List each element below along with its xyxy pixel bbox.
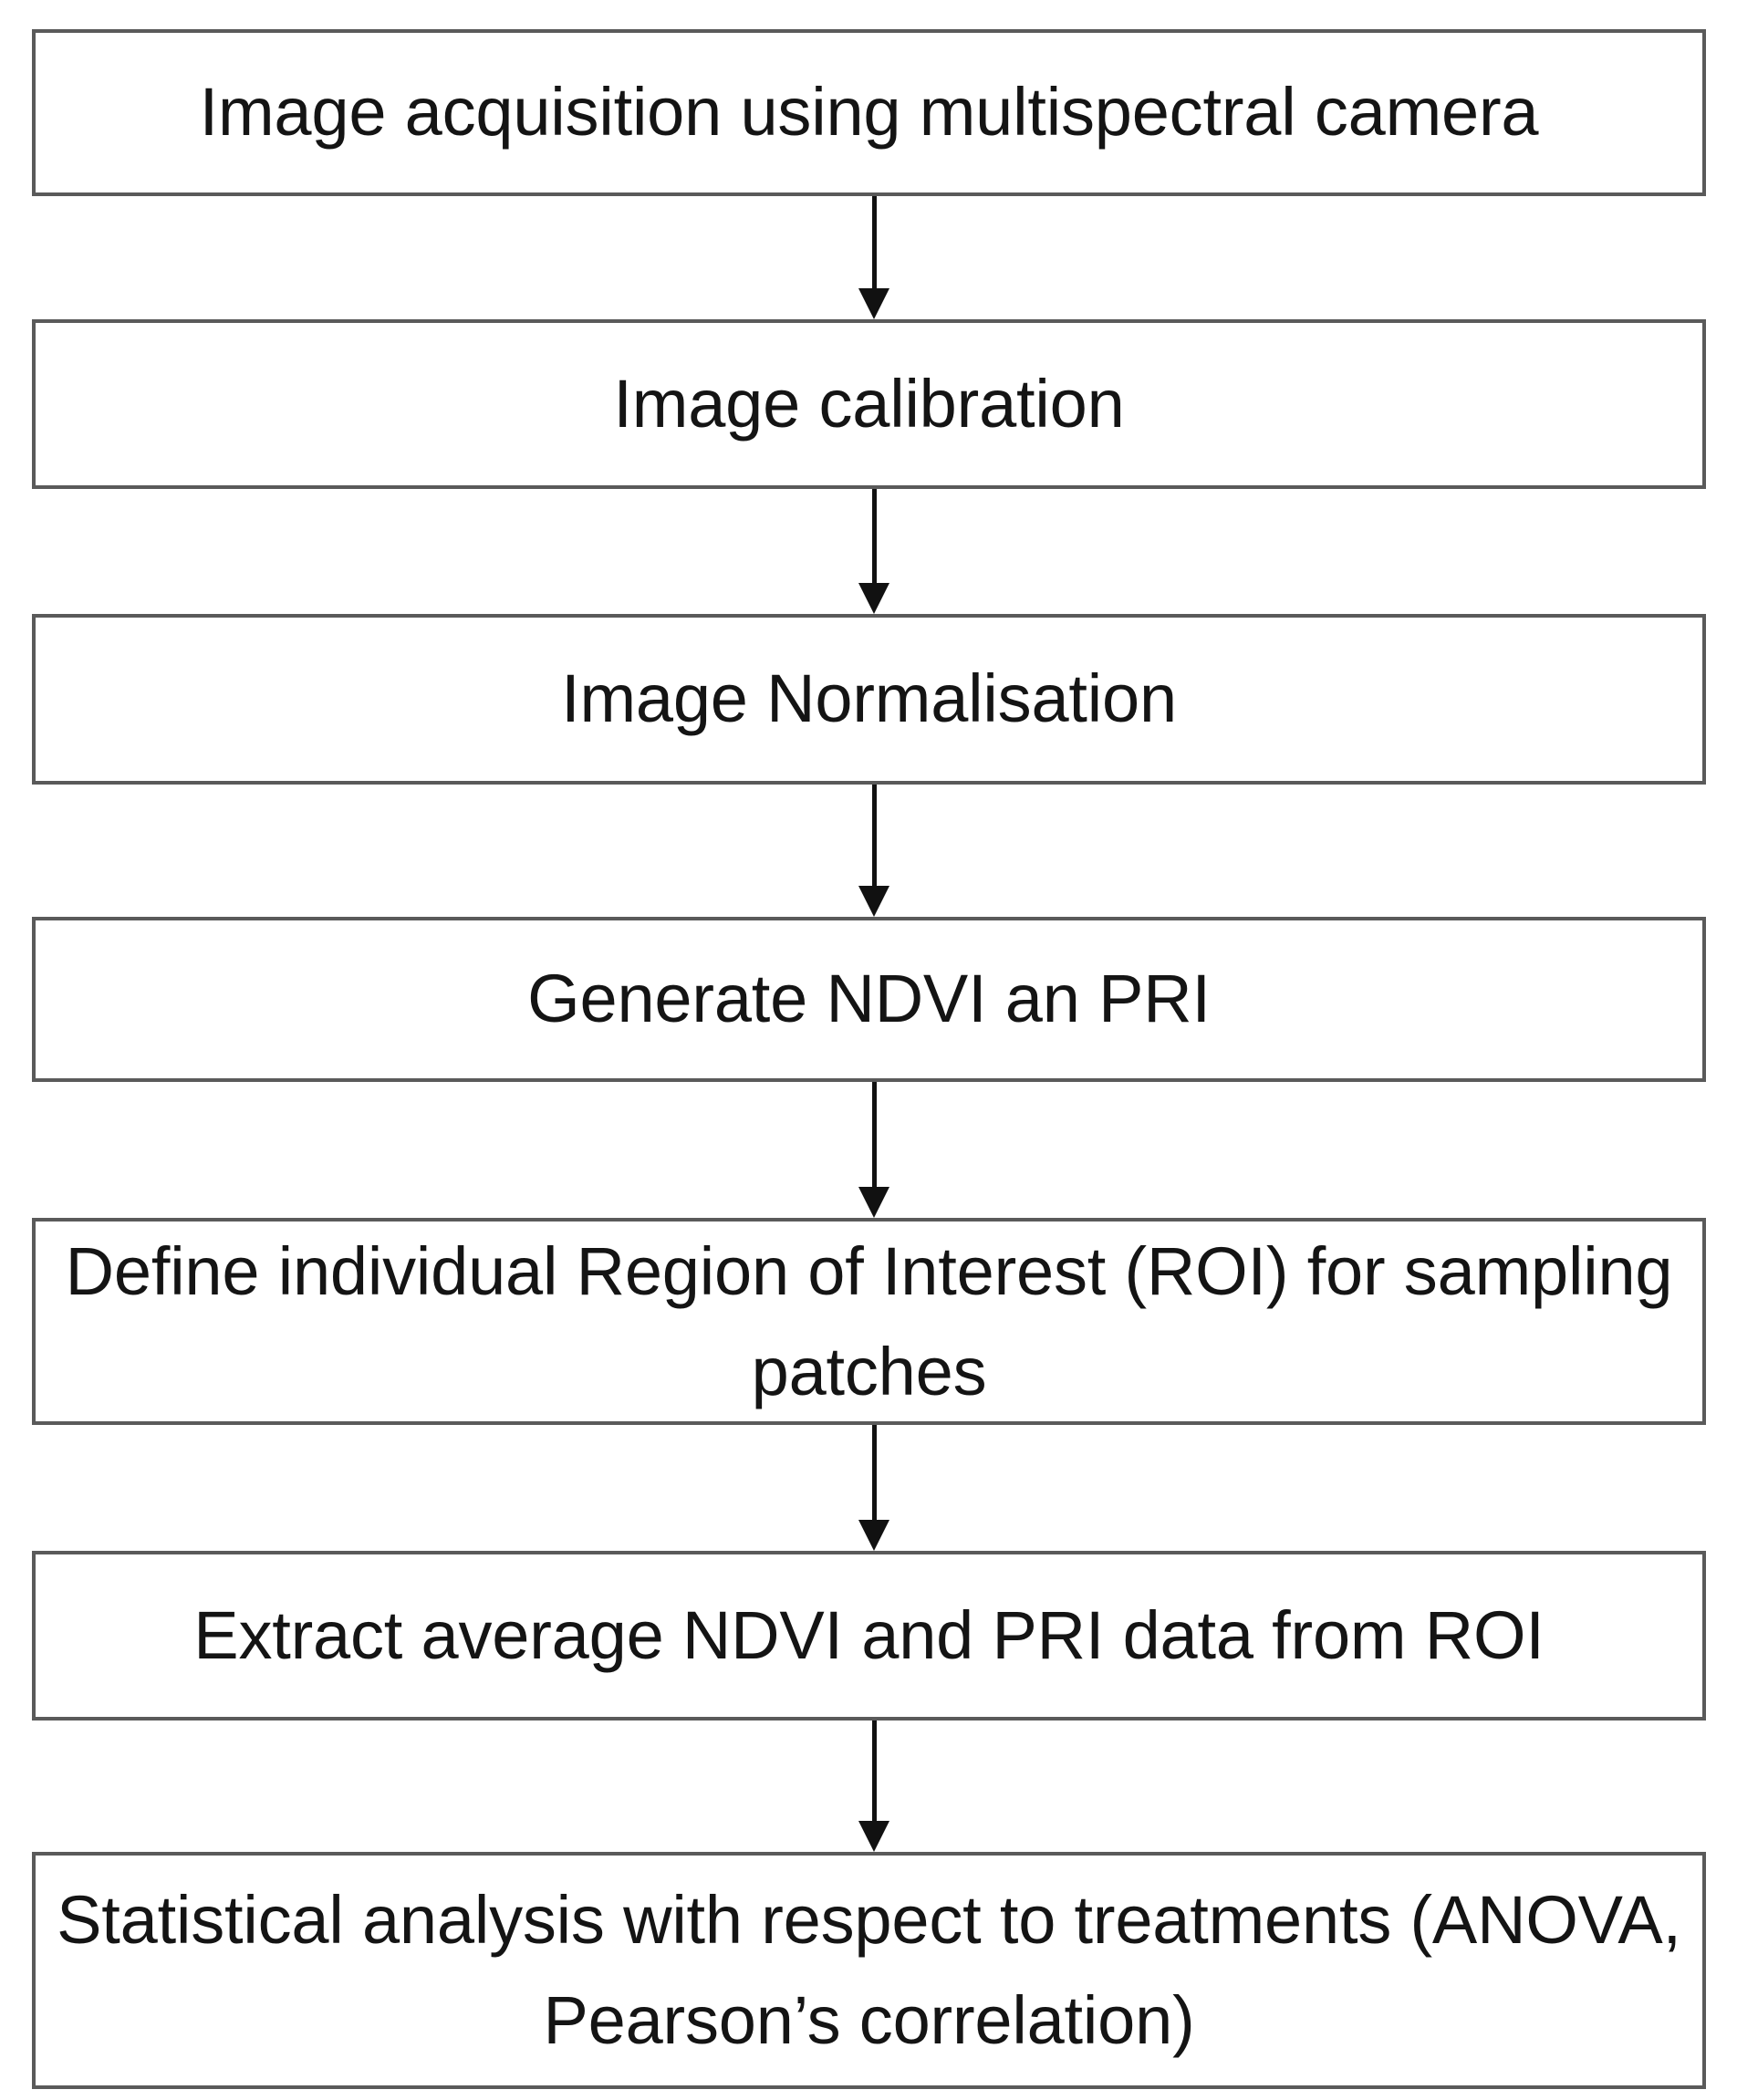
down-arrow-icon [858, 196, 889, 319]
flow-node-image-calibration: Image calibration [32, 319, 1706, 489]
flow-node-label: Image acquisition using multispectral ca… [199, 74, 1539, 151]
flow-node-image-normalisation: Image Normalisation [32, 614, 1706, 785]
arrow-shaft [872, 196, 877, 288]
arrow-shaft [872, 1082, 877, 1187]
down-arrow-icon [858, 785, 889, 917]
flow-node-extract-data: Extract average NDVI and PRI data from R… [32, 1551, 1706, 1721]
arrow-head [858, 1187, 889, 1218]
arrow-head [858, 288, 889, 319]
flow-node-statistical-analysis: Statistical analysis with respect to tre… [32, 1852, 1706, 2089]
flow-node-label: Define individual Region of Interest (RO… [65, 1232, 1673, 1409]
arrow-head [858, 1821, 889, 1852]
flow-node-label: Generate NDVI an PRI [527, 961, 1211, 1037]
flow-node-label: Extract average NDVI and PRI data from R… [193, 1596, 1545, 1673]
down-arrow-icon [858, 1082, 889, 1218]
down-arrow-icon [858, 489, 889, 614]
arrow-shaft [872, 1721, 877, 1821]
arrow-shaft [872, 489, 877, 583]
flow-node-generate-indices: Generate NDVI an PRI [32, 917, 1706, 1082]
flow-node-image-acquisition: Image acquisition using multispectral ca… [32, 29, 1706, 196]
arrow-head [858, 583, 889, 614]
flow-node-label: Image calibration [613, 365, 1125, 442]
flow-node-label: Image Normalisation [561, 660, 1177, 737]
arrow-shaft [872, 785, 877, 886]
down-arrow-icon [858, 1425, 889, 1551]
arrow-shaft [872, 1425, 877, 1520]
flow-node-label: Statistical analysis with respect to tre… [57, 1882, 1681, 2058]
arrow-head [858, 1520, 889, 1551]
flow-node-define-roi: Define individual Region of Interest (RO… [32, 1218, 1706, 1425]
down-arrow-icon [858, 1721, 889, 1852]
arrow-head [858, 886, 889, 917]
